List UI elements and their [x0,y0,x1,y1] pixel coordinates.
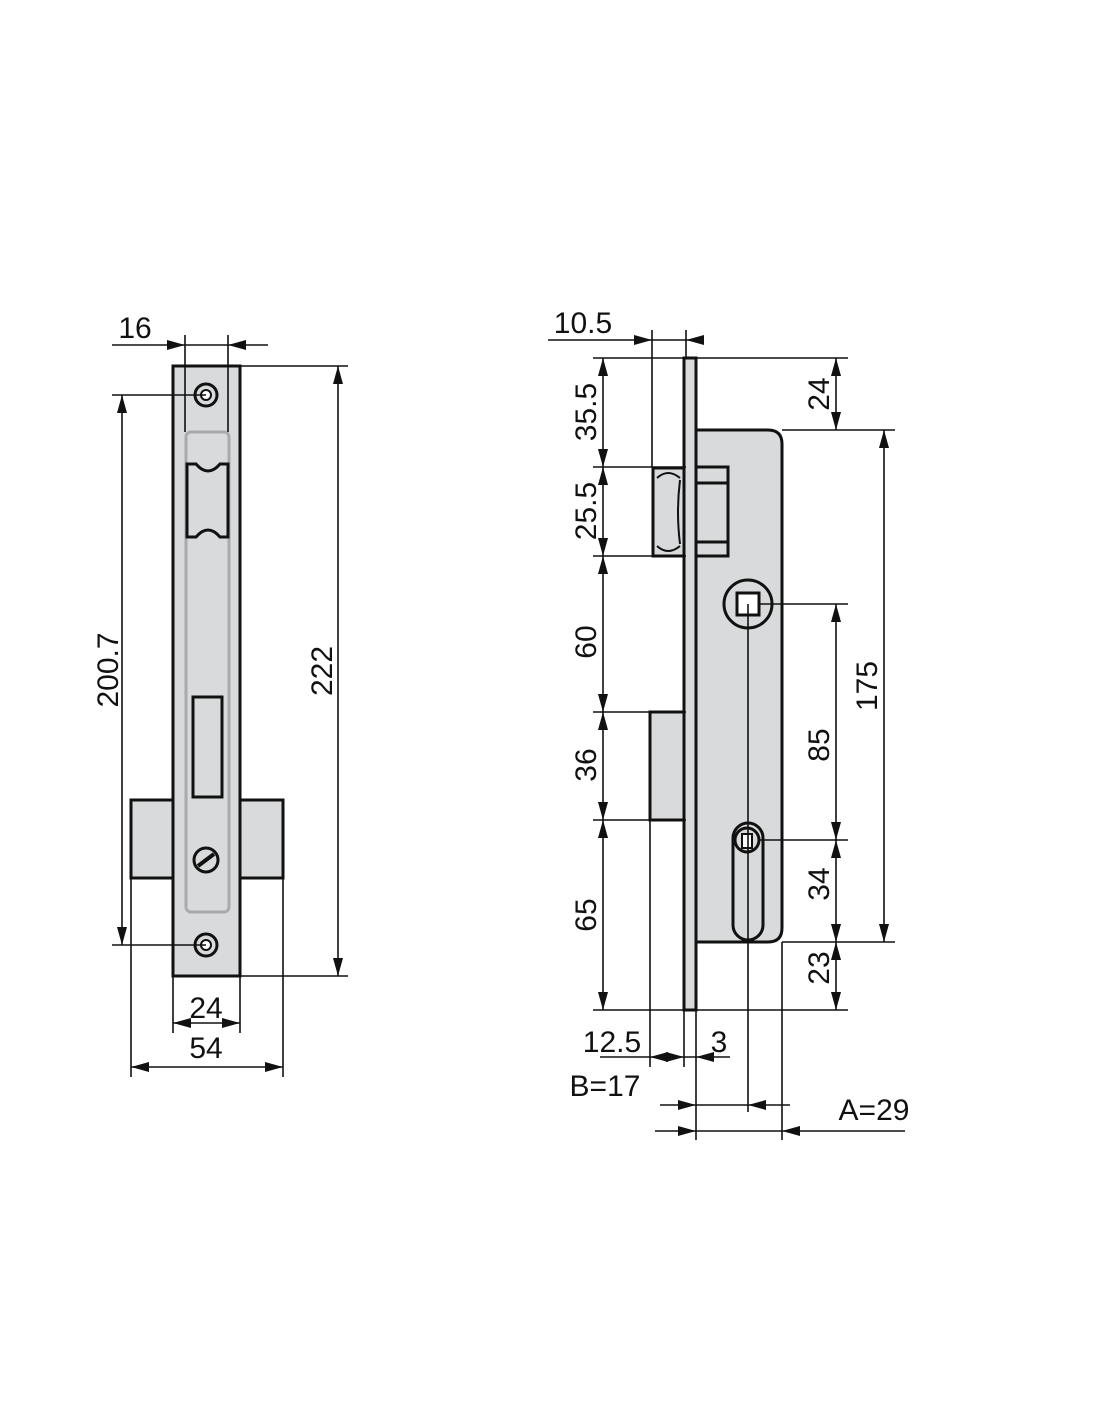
arrowhead [666,1052,684,1062]
arrowhead [831,822,841,840]
arrowhead [831,942,841,960]
dim-label-24-front: 24 [189,992,222,1025]
dim-label-24-side: 24 [803,377,836,410]
dim-label-36: 36 [570,748,603,781]
arrowhead [879,924,889,942]
dim-label-35-5: 35.5 [570,383,603,441]
latch-side [651,466,688,558]
arrowhead [748,1100,766,1110]
dim-label-65: 65 [570,898,603,931]
arrowhead [117,927,127,945]
arrowhead [879,430,889,448]
arrowhead [634,335,652,345]
arrowhead [696,1052,714,1062]
dimension-lines [112,330,905,1140]
deadbolt-side [648,710,686,822]
dim-label-10-5: 10.5 [554,307,612,340]
arrowhead [598,712,608,730]
dim-label-200-7: 200.7 [92,632,125,707]
dim-label-34: 34 [803,867,836,900]
dim-label-222: 222 [306,646,339,696]
dim-label-23: 23 [803,951,836,984]
arrowhead [117,395,127,413]
arrowhead [598,992,608,1010]
lock-case [694,428,784,944]
arrowhead [265,1062,283,1072]
arrowhead [598,802,608,820]
dim-label-3: 3 [711,1026,728,1059]
arrowhead [131,1062,149,1072]
arrowhead [686,335,704,345]
arrowhead [598,694,608,712]
arrowhead [650,1052,668,1062]
dimension-labels: 16 200.7 222 24 54 10.5 35.5 25.5 60 36 … [92,307,909,1127]
arrowhead [831,358,841,376]
dim-label-12-5: 12.5 [583,1026,641,1059]
arrowhead [678,1126,696,1136]
arrowhead [598,538,608,556]
dim-label-16: 16 [118,312,151,345]
arrowhead [228,340,246,350]
arrowhead [831,992,841,1010]
arrowhead [167,340,185,350]
arrowhead [831,604,841,622]
arrowhead [782,1126,800,1136]
arrowhead [333,366,343,384]
arrowhead [598,358,608,376]
side-view [648,356,784,1012]
deadbolt-slot [191,695,224,799]
front-view [129,364,285,978]
dim-label-60: 60 [570,625,603,658]
arrowhead [598,556,608,574]
case-outline [184,430,231,914]
latch-front [185,462,230,539]
arrowhead [598,467,608,485]
arrowhead [831,412,841,430]
dim-label-85: 85 [803,728,836,761]
arrowhead [831,840,841,858]
arrowhead [222,1018,240,1028]
dim-label-25-5: 25.5 [570,482,603,540]
arrowhead [173,1018,191,1028]
dim-label-54: 54 [189,1032,222,1065]
dim-label-b-17: B=17 [570,1070,641,1103]
arrowhead [831,924,841,942]
arrowhead [678,1100,696,1110]
slotted-screw [192,846,220,874]
arrowhead [333,958,343,976]
dim-label-175: 175 [851,661,884,711]
arrowhead [598,820,608,838]
arrowhead [598,449,608,467]
side-faceplate [682,356,698,1012]
dim-label-a-29: A=29 [839,1094,910,1127]
